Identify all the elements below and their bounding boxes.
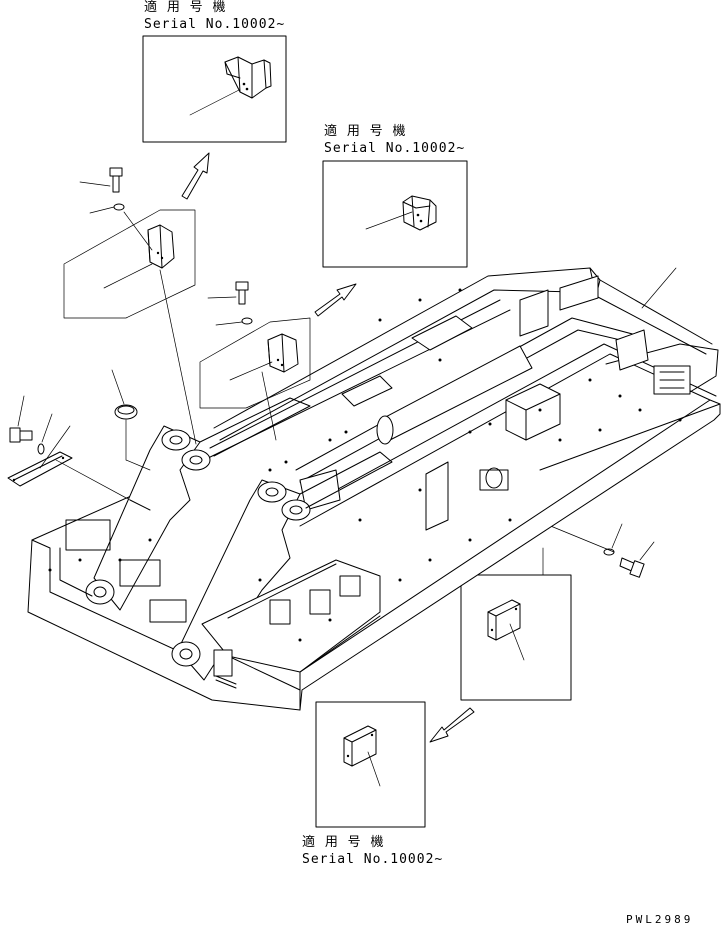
cover-plate-part-1 [487,599,521,641]
bolt-2 [235,281,249,305]
applicable-serial-label-2-heading: 適 用 号 機 [324,124,407,139]
applicable-serial-label-1-heading: 適 用 号 機 [144,0,227,15]
drawing-code: PWL2989 [626,913,694,926]
centre-box [505,383,561,441]
bracket-part-1 [224,56,272,99]
cover-plate-part-2 [343,725,377,767]
centre-cylinder [376,345,533,445]
arrow-to-box-2 [314,283,357,317]
label-plate [7,451,73,487]
detail-box-2 [322,160,468,268]
applicable-serial-label-3-serial: Serial No.10002~ [302,852,444,867]
detail-box-3 [315,574,572,828]
rivet-holes [48,288,682,642]
arrow-to-box-3 [429,707,475,743]
washer-1 [113,203,125,211]
main-frame [27,267,721,711]
front-box [201,559,381,689]
applicable-serial-label-2-serial: Serial No.10002~ [324,141,466,156]
applicable-serial-label-3-heading: 適 用 号 機 [302,835,385,850]
bracket-part-4 [267,333,299,373]
arrow-to-box-1 [181,152,210,200]
cap-plug [114,404,138,420]
detail-box-1 [142,35,287,143]
exploded-hardware [7,167,655,578]
applicable-serial-label-1-serial: Serial No.10002~ [144,17,286,32]
bolt-1 [109,167,123,193]
left-inner-box [59,499,187,623]
bolt-4 [619,557,645,578]
bolt-3 [9,427,45,455]
washer-2 [241,317,253,325]
bracket-part-3 [147,224,175,269]
bracket-part-2 [402,195,437,231]
